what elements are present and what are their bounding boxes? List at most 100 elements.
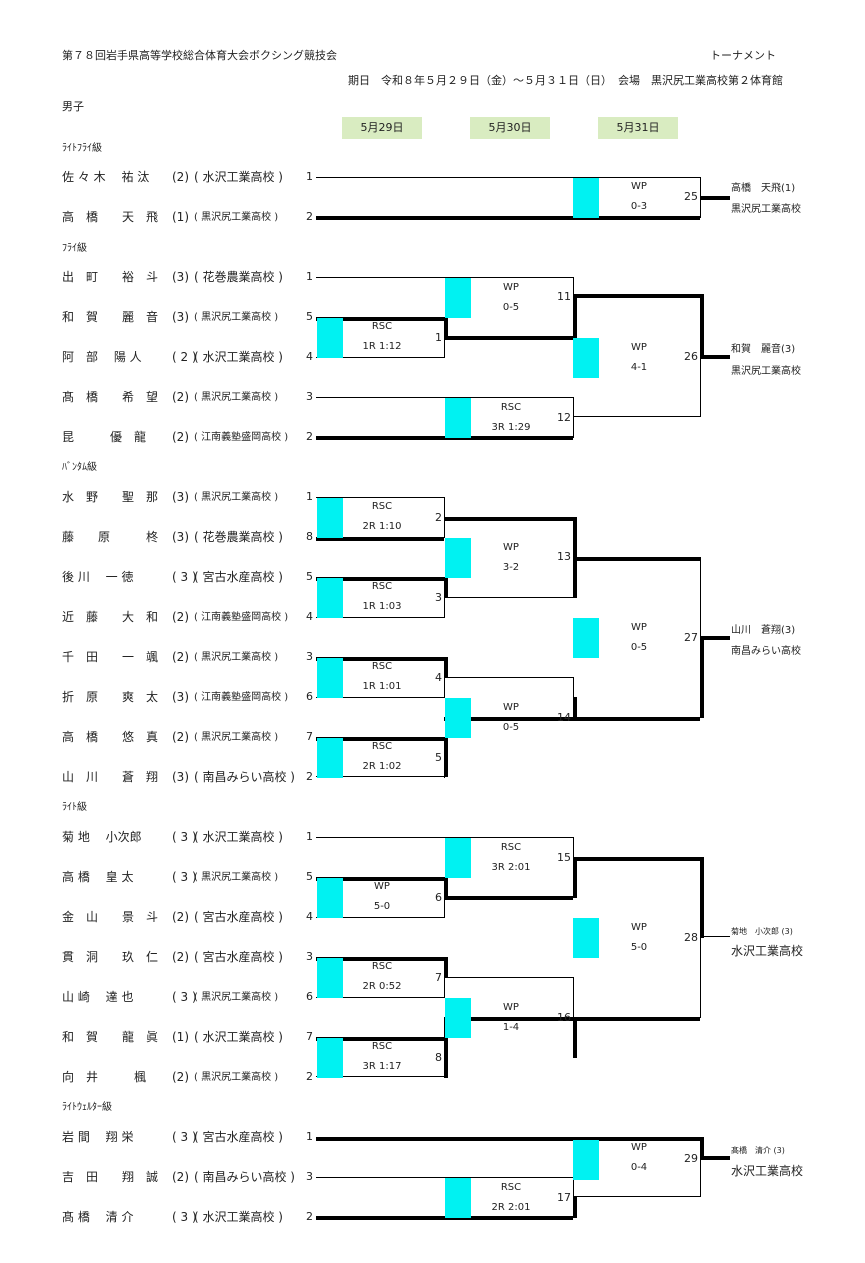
bracket-line (316, 837, 573, 838)
seed-number: 2 (306, 430, 313, 443)
bracket-line (700, 936, 730, 937)
bout-result: RSC (500, 1182, 522, 1193)
bracket-line (573, 857, 577, 898)
event-dates: 期日 令和８年５月２９日（金）～５月３１日（日） (348, 74, 612, 87)
bracket-line (444, 677, 573, 678)
boxer-name: 千 田 一 颯 (62, 650, 159, 664)
bracket-line (316, 537, 444, 541)
bout-result: RSC (500, 402, 522, 413)
boxer-grade: (2) (172, 1070, 189, 1084)
bout-marker (317, 958, 343, 998)
bout-number: 29 (684, 1152, 698, 1165)
boxer-grade: (3) (172, 770, 189, 784)
bracket-line (316, 957, 444, 961)
boxer-grade: ( 3 ) (172, 870, 197, 884)
boxer-grade: (2) (172, 910, 189, 924)
bout-marker (317, 318, 343, 358)
boxer-name: 和 賀 龍 眞 (62, 1030, 159, 1044)
bout-result: RSC (371, 1041, 393, 1052)
seed-number: 2 (306, 210, 313, 223)
boxer-name: 水 野 聖 那 (62, 490, 159, 504)
bracket-line (573, 857, 700, 861)
weight-class-label: ﾊﾞﾝﾀﾑ級 (62, 462, 97, 473)
bracket-line (700, 196, 730, 200)
bracket-line (700, 1156, 730, 1160)
boxer-grade: (2) (172, 650, 189, 664)
boxer-school: ( 宮古水産高校 ) (194, 1130, 283, 1144)
champion-name: 高橋 天飛(1) (731, 183, 796, 194)
boxer-school: ( 宮古水産高校 ) (194, 570, 283, 584)
champion-name: 髙橋 清介 (3) (731, 1146, 785, 1155)
day-header-1: 5月29日 (342, 117, 422, 139)
weight-class-label: ﾌﾗｲ級 (62, 243, 87, 254)
bout-score: 4-1 (630, 362, 648, 373)
boxer-grade: ( 3 ) (172, 1210, 197, 1224)
bracket-line (700, 294, 704, 357)
bracket-line (700, 636, 730, 640)
bout-number: 1 (435, 331, 442, 344)
seed-number: 1 (306, 490, 313, 503)
bracket-line (573, 397, 574, 438)
bout-number: 6 (435, 891, 442, 904)
page-title: 第７８回岩手県高等学校総合体育大会ボクシング競技会 (62, 49, 337, 62)
bout-score: 0-5 (502, 302, 520, 313)
boxer-school: ( 江南義塾盛岡高校 ) (194, 692, 289, 703)
boxer-school: ( 水沢工業高校 ) (194, 1030, 283, 1044)
seed-number: 5 (306, 310, 313, 323)
bout-number: 3 (435, 591, 442, 604)
bracket-line (316, 917, 444, 918)
bout-score: 0-4 (630, 1162, 648, 1173)
boxer-grade: (2) (172, 730, 189, 744)
seed-number: 2 (306, 1070, 313, 1083)
boxer-name: 貫 洞 玖 仁 (62, 950, 159, 964)
bracket-line (316, 277, 573, 278)
bout-score: 5-0 (373, 901, 391, 912)
bracket-line (444, 577, 448, 597)
champion-school: 南昌みらい高校 (731, 646, 801, 657)
bracket-line (573, 1017, 577, 1058)
bout-score: 2R 1:02 (362, 761, 402, 772)
boxer-name: 近 藤 大 和 (62, 610, 159, 624)
bracket-line (700, 637, 704, 718)
boxer-name: 山 崎 達 也 (62, 990, 134, 1004)
boxer-grade: ( 3 ) (172, 990, 197, 1004)
bout-number: 12 (557, 411, 571, 424)
seed-number: 5 (306, 570, 313, 583)
boxer-school: ( 花巻農業高校 ) (194, 270, 283, 284)
boxer-name: 髙 橋 希 望 (62, 390, 159, 404)
bout-marker (317, 578, 343, 618)
bracket-line (444, 597, 573, 598)
boxer-grade: ( 2 ) (172, 350, 197, 364)
bout-result: WP (374, 881, 390, 892)
bout-marker (445, 398, 471, 438)
boxer-name: 向 井 楓 (62, 1070, 147, 1084)
bracket-line (316, 776, 444, 777)
bout-number: 11 (557, 290, 571, 303)
bout-marker (317, 878, 343, 918)
seed-number: 1 (306, 270, 313, 283)
champion-name: 菊地 小次郎 (3) (731, 927, 793, 936)
bout-score: 0-5 (502, 722, 520, 733)
boxer-grade: (2) (172, 170, 189, 184)
seed-number: 1 (306, 170, 313, 183)
bout-score: 2R 2:01 (491, 1202, 531, 1213)
boxer-name: 高 橋 皇 太 (62, 870, 134, 884)
bout-result: WP (503, 282, 519, 293)
bracket-line (700, 857, 704, 938)
bout-marker (317, 738, 343, 778)
bout-result: RSC (371, 581, 393, 592)
boxer-name: 髙 橋 清 介 (62, 1210, 134, 1224)
seed-number: 4 (306, 610, 313, 623)
bout-score: 0-3 (630, 201, 648, 212)
boxer-name: 金 山 景 斗 (62, 910, 159, 924)
bracket-line (316, 1216, 573, 1220)
bout-marker (573, 178, 599, 218)
bout-score: 2R 1:10 (362, 521, 402, 532)
bout-result: RSC (371, 501, 393, 512)
bout-number: 27 (684, 631, 698, 644)
bout-marker (317, 658, 343, 698)
seed-number: 1 (306, 1130, 313, 1143)
weight-class-label: ﾗｲﾄ級 (62, 802, 87, 813)
bout-result: WP (503, 542, 519, 553)
